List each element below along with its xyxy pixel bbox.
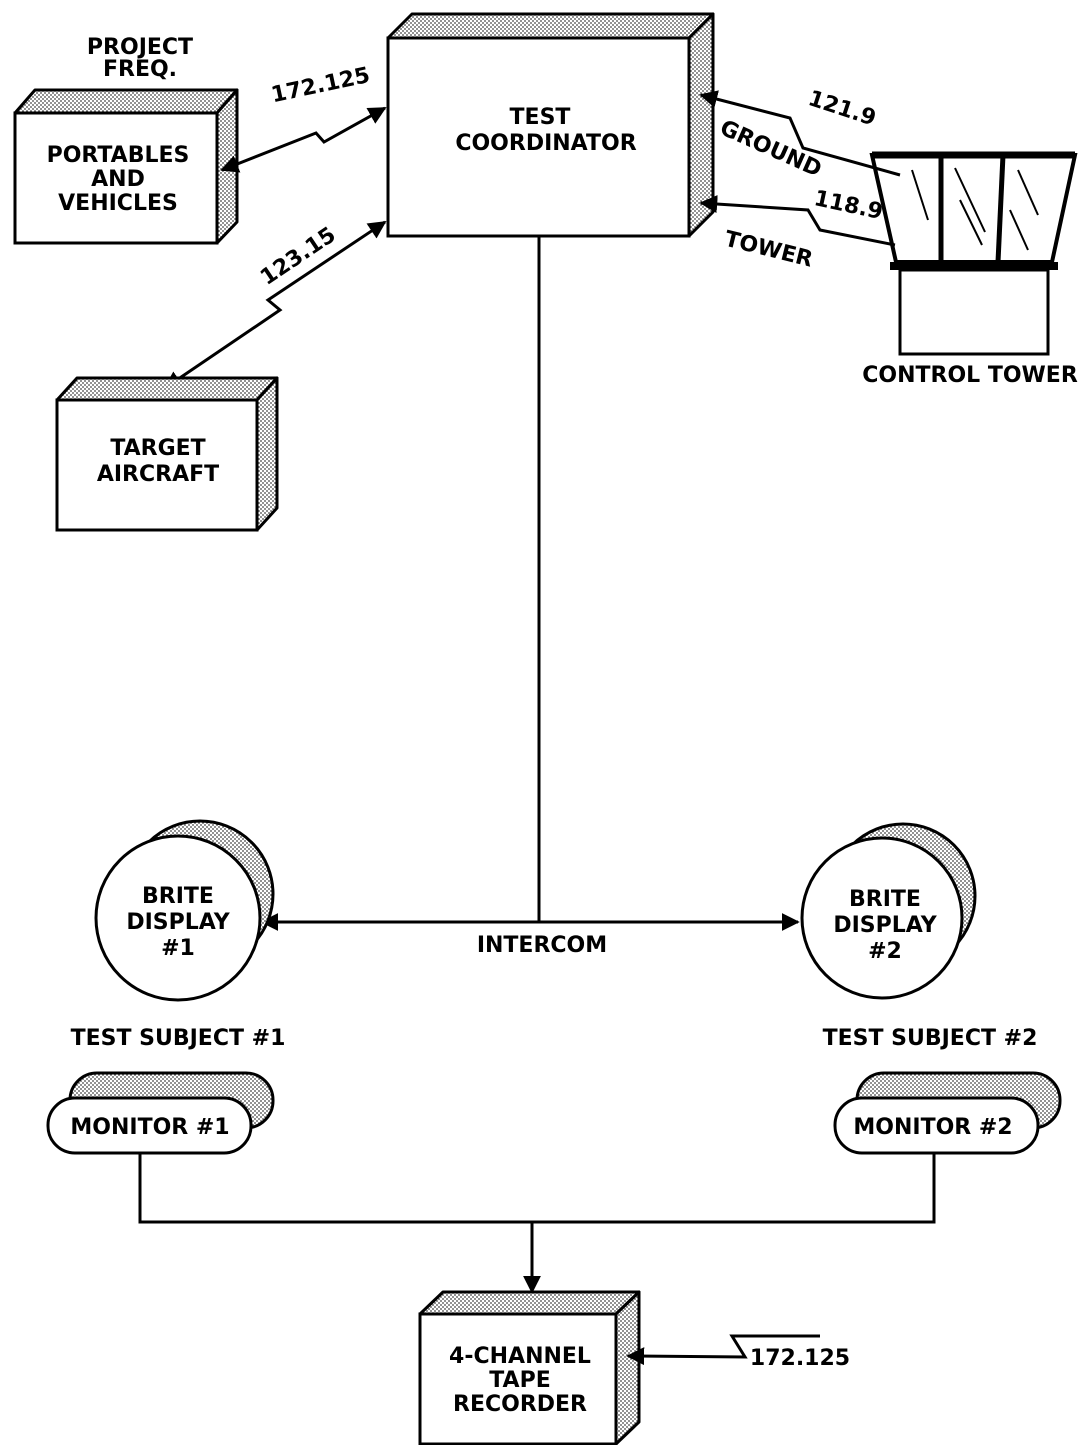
tape-recorder-box [418,1290,641,1445]
target-label-1: TARGET [110,436,205,461]
display2-label-2: DISPLAY [833,913,937,938]
control-tower-label: CONTROL TOWER [862,363,1078,388]
display1-label-2: DISPLAY [126,910,230,935]
display1-label-1: BRITE [142,884,214,909]
recorder-label-1: 4-CHANNEL [449,1344,591,1369]
brite-display-1 [94,819,275,1002]
recorder-label-3: RECORDER [453,1392,587,1417]
test-subject-2-label: TEST SUBJECT #2 [823,1026,1038,1051]
coordinator-box [386,12,715,238]
coordinator-label-2: COORDINATOR [455,131,636,156]
radio-link-recorder [626,1334,820,1366]
monitor-2-box [833,1071,1062,1155]
portables-box [13,88,239,245]
radio-link-tower [699,195,896,247]
monitor-2-label: MONITOR #2 [853,1115,1012,1140]
recorder-label-2: TAPE [489,1368,550,1393]
ground-freq-label: 121.9 [805,86,879,131]
project-freq-label-1: PROJECT [87,35,193,60]
radio-link-portables [220,106,387,173]
tower-freq-label: 118.9 [812,186,885,225]
display1-label-3: #1 [161,936,195,961]
radio-link-ground [699,90,901,177]
portables-freq-label: 172.125 [269,63,372,108]
test-subject-1-label: TEST SUBJECT #1 [71,1026,286,1051]
portables-label-2: AND [91,167,145,192]
brite-display-2 [800,822,977,1000]
monitor-wiring [138,1153,936,1224]
display2-label-1: BRITE [849,887,921,912]
display2-label-3: #2 [868,939,902,964]
recorder-freq-label: 172.125 [750,1346,850,1371]
target-aircraft-box [55,376,279,532]
control-tower-icon [869,151,1078,356]
radio-link-target [163,220,387,390]
portables-label-3: VEHICLES [58,191,178,216]
monitor-1-label: MONITOR #1 [70,1115,229,1140]
coordinator-label-1: TEST [510,105,571,130]
tower-label: TOWER [722,227,815,273]
project-freq-label-2: FREQ. [103,57,177,82]
portables-label-1: PORTABLES [47,143,190,168]
monitor-1-box [46,1071,275,1155]
intercom-label: INTERCOM [477,933,607,958]
target-label-2: AIRCRAFT [97,462,219,487]
